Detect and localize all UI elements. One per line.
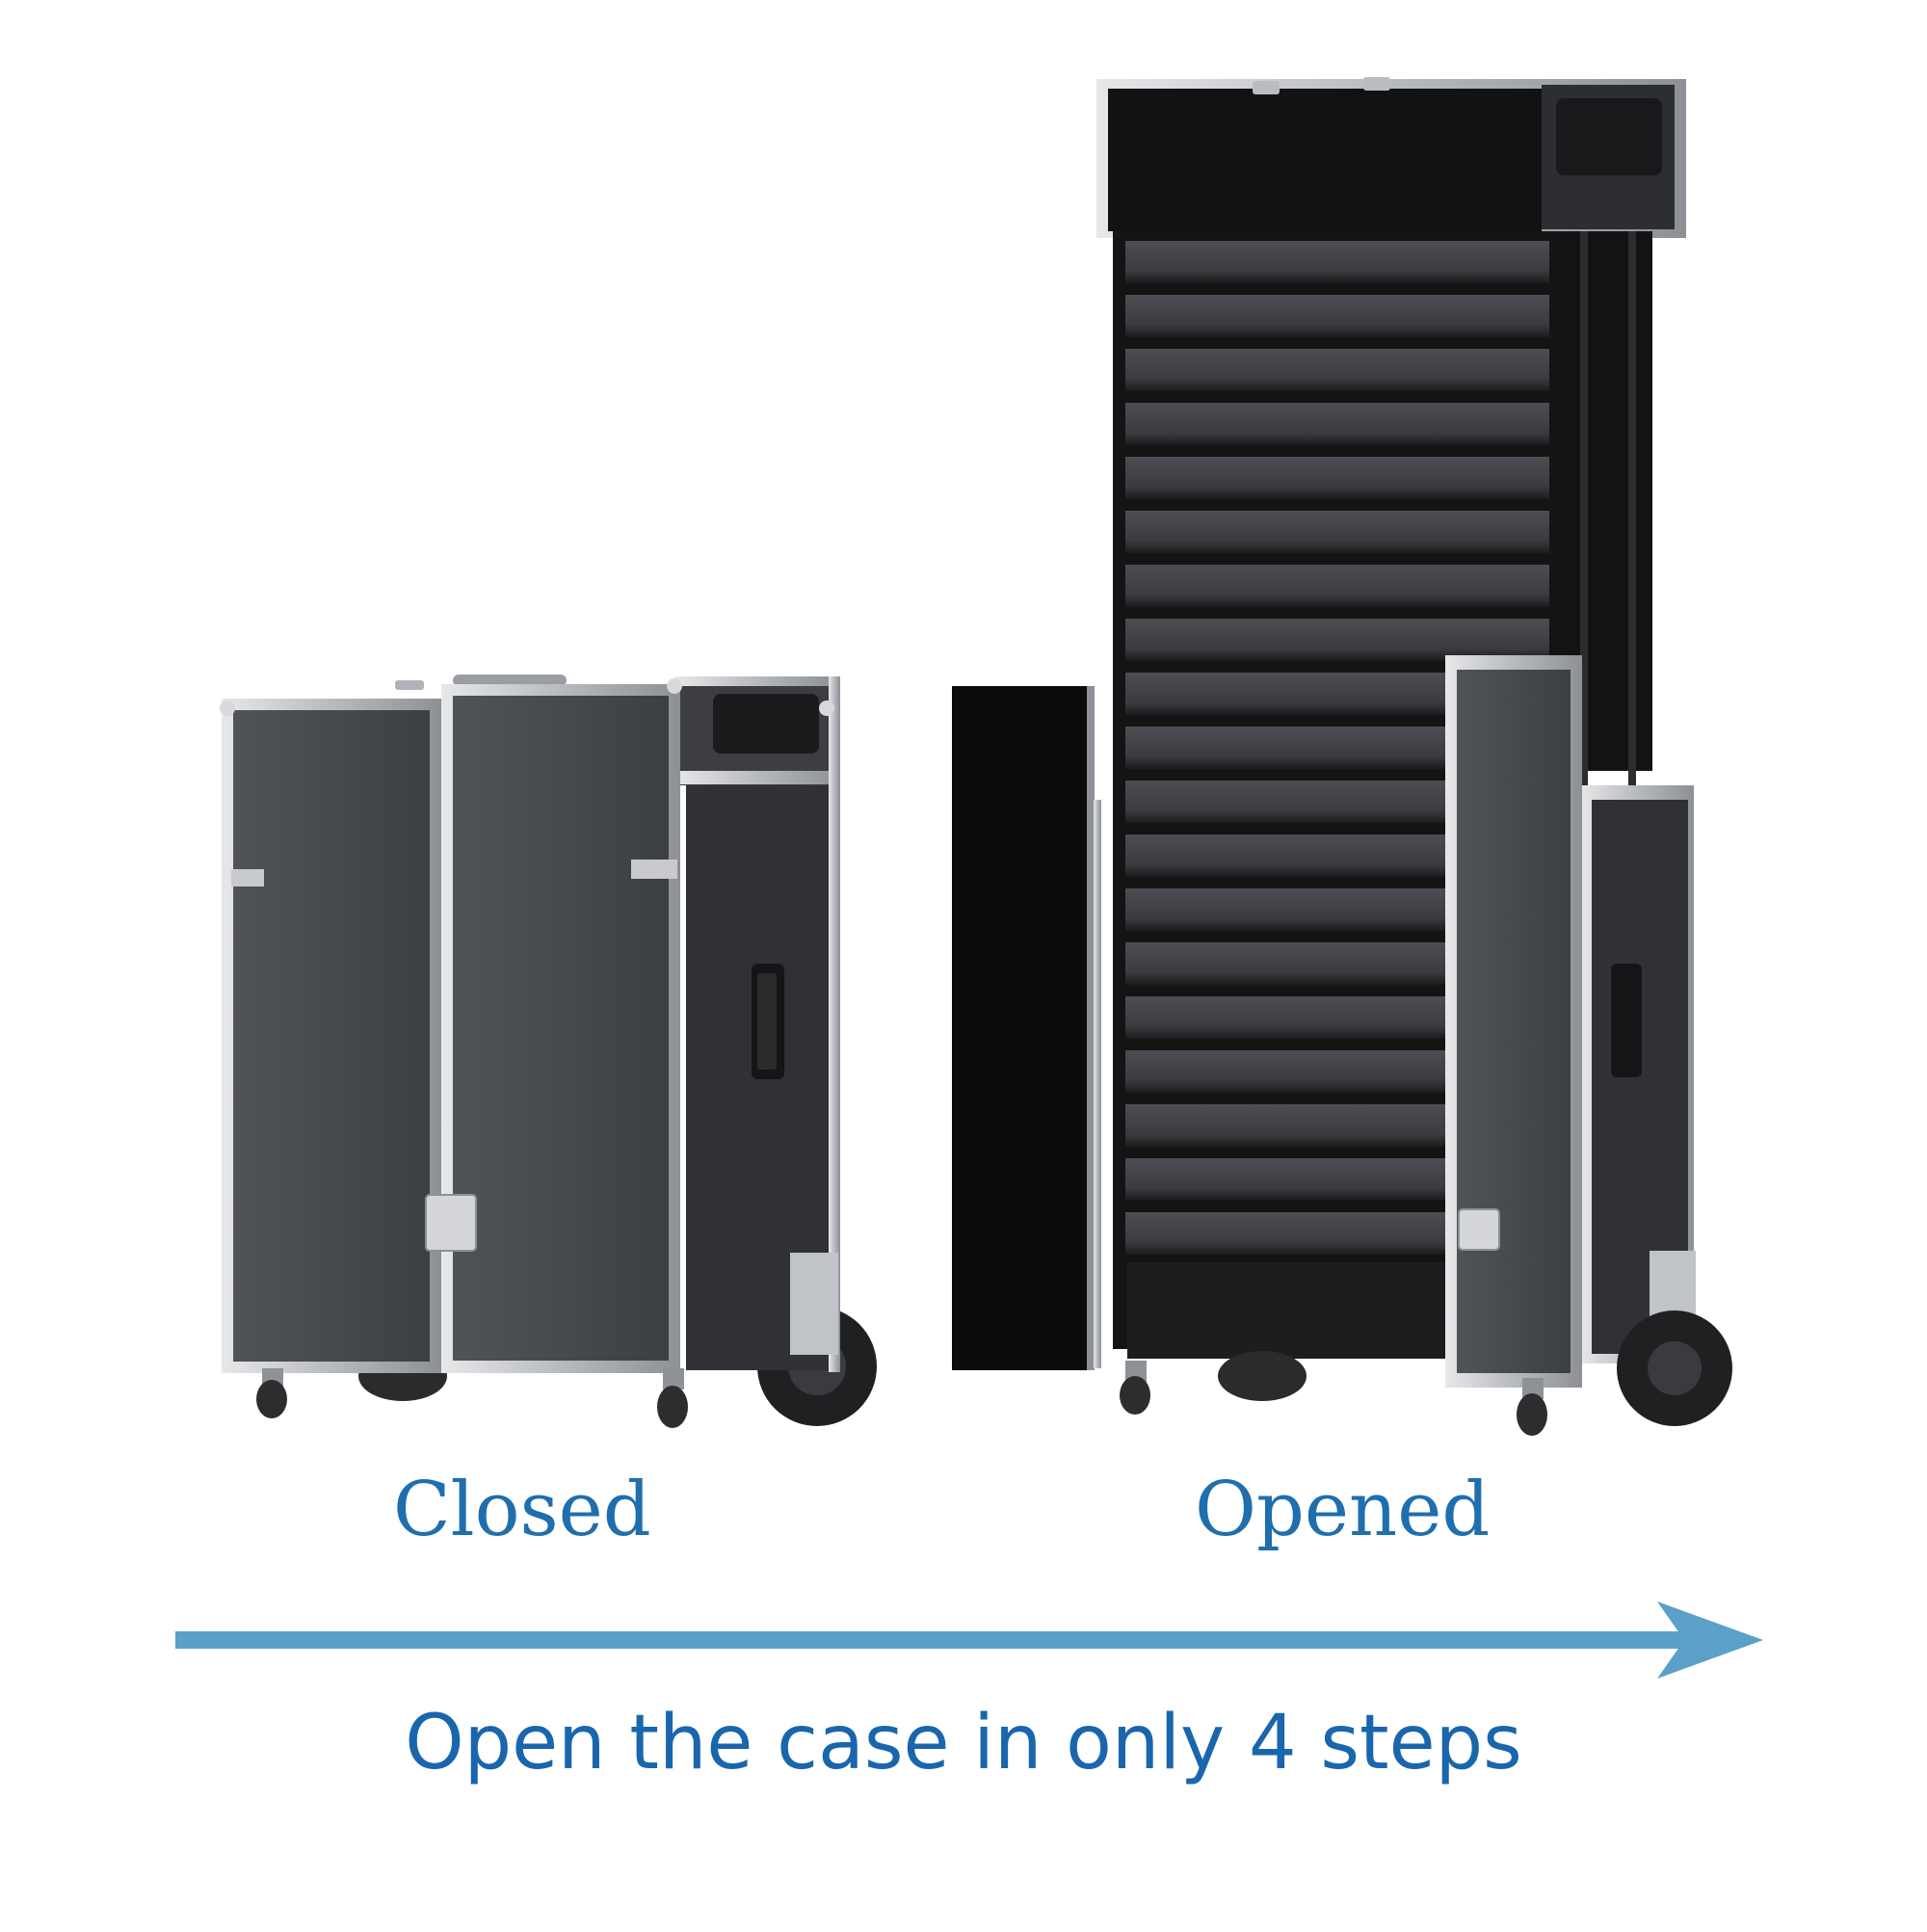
opened-caster-right — [1517, 1378, 1547, 1436]
closed-caster-right — [657, 1368, 688, 1428]
opened-case — [952, 77, 1732, 1436]
arrow-shaft — [175, 1631, 1727, 1649]
arrow-head-icon — [1657, 1601, 1763, 1679]
closed-top-handle — [453, 675, 567, 686]
progress-arrow — [175, 1601, 1763, 1679]
closed-latch — [425, 1194, 477, 1252]
opened-rear-wheel — [1218, 1351, 1307, 1401]
opened-label: Opened — [1195, 1467, 1491, 1553]
opened-caster-left — [1120, 1361, 1150, 1415]
steps-caption: Open the case in only 4 steps — [405, 1700, 1522, 1786]
closed-side-handle — [713, 694, 819, 754]
closed-case — [220, 675, 877, 1428]
closed-label: Closed — [393, 1467, 651, 1553]
closed-caster-left — [256, 1368, 287, 1418]
opened-left-door — [952, 686, 1093, 1370]
